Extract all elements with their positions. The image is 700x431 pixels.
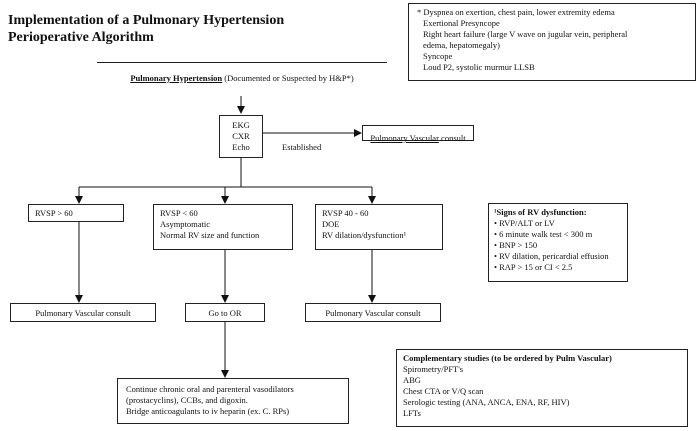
study-item: Chest CTA or V/Q scan — [403, 386, 484, 396]
rv-sign-item: • 6 minute walk test < 300 m — [494, 229, 593, 239]
title-line-2: Perioperative Algorithm — [8, 30, 154, 45]
branch-line: Asymptomatic — [160, 219, 211, 229]
symptom-item: Right heart failure (large V wave on jug… — [423, 29, 628, 39]
go-to-or-box: Go to OR — [185, 303, 265, 322]
branch-rvsp-gt60: RVSP > 60 — [28, 204, 124, 222]
go-to-or-label: Go to OR — [208, 308, 242, 318]
branch-line: DOE — [322, 219, 340, 229]
study-item: Serologic testing (ANA, ANCA, ENA, RF, H… — [403, 397, 570, 407]
title-line-1: Implementation of a Pulmonary Hypertensi… — [8, 13, 285, 28]
therapy-line: (prostacyclins), CCBs, and digoxin. — [126, 395, 248, 405]
branch-line: RVSP 40 - 60 — [322, 208, 369, 218]
continue-therapy-box: Continue chronic oral and parenteral vas… — [117, 378, 349, 424]
complementary-studies-box: Complementary studies (to be ordered by … — [396, 349, 688, 427]
ekg-line: EKG — [232, 120, 250, 130]
symptom-item: * Dyspnea on exertion, chest pain, lower… — [417, 7, 615, 17]
pv-consult-right-box: Pulmonary Vascular consult — [305, 303, 441, 322]
branch-line: RVSP < 60 — [160, 208, 198, 218]
ph-main-label: Pulmonary Hypertension — [130, 73, 223, 83]
branch-rvsp-40-60: RVSP 40 - 60 DOE RV dilation/dysfunction… — [315, 204, 443, 250]
pv-main-label: Pulmonary Vascular — [370, 133, 439, 143]
rv-sign-item: • RVP/ALT or LV — [494, 218, 555, 228]
page-title: Implementation of a Pulmonary Hypertensi… — [8, 12, 284, 46]
symptom-item: Loud P2, systolic murmur LLSB — [423, 62, 535, 72]
ekg-cxr-echo-box: EKG CXR Echo — [219, 115, 263, 158]
symptom-item: edema, hepatomegaly) — [423, 40, 500, 50]
pv-suffix-label: consult — [438, 133, 466, 143]
pv-consult-left-box: Pulmonary Vascular consult — [10, 303, 156, 322]
ekg-line: Echo — [232, 142, 250, 152]
pulmonary-hypertension-box: Pulmonary Hypertension (Documented or Su… — [97, 62, 387, 96]
ph-suffix-label: (Documented or Suspected by H&P*) — [222, 73, 354, 83]
study-item: Spirometry/PFT's — [403, 364, 464, 374]
ekg-line: CXR — [232, 131, 250, 141]
branch-rvsp-lt60: RVSP < 60 Asymptomatic Normal RV size an… — [153, 204, 293, 250]
established-label: Established — [282, 142, 322, 152]
study-item: ABG — [403, 375, 421, 385]
branch-line: Normal RV size and function — [160, 230, 260, 240]
therapy-line: Bridge anticoagulants to iv heparin (ex.… — [126, 406, 290, 416]
branch-line: RVSP > 60 — [35, 208, 73, 218]
symptom-item: Exertional Presyncope — [423, 18, 500, 28]
rv-dysfunction-signs-box: ¹Signs of RV dysfunction: • RVP/ALT or L… — [488, 203, 628, 282]
pv-consult-left-label: Pulmonary Vascular consult — [35, 308, 131, 318]
symptom-item: Syncope — [423, 51, 453, 61]
rv-signs-heading: ¹Signs of RV dysfunction: — [494, 207, 587, 217]
pv-consult-top-box: Pulmonary Vascular consult — [362, 125, 474, 143]
rv-sign-item: • RAP > 15 or CI < 2.5 — [494, 262, 573, 272]
symptoms-footnote-box: * Dyspnea on exertion, chest pain, lower… — [408, 3, 696, 81]
study-item: LFTs — [403, 408, 421, 418]
rv-sign-item: • RV dilation, pericardial effusion — [494, 251, 609, 261]
rv-sign-item: • BNP > 150 — [494, 240, 538, 250]
studies-heading: Complementary studies (to be ordered by … — [403, 353, 612, 363]
therapy-line: Continue chronic oral and parenteral vas… — [126, 384, 294, 394]
branch-line: RV dilation/dysfunction¹ — [322, 230, 407, 240]
pv-consult-right-label: Pulmonary Vascular consult — [325, 308, 421, 318]
